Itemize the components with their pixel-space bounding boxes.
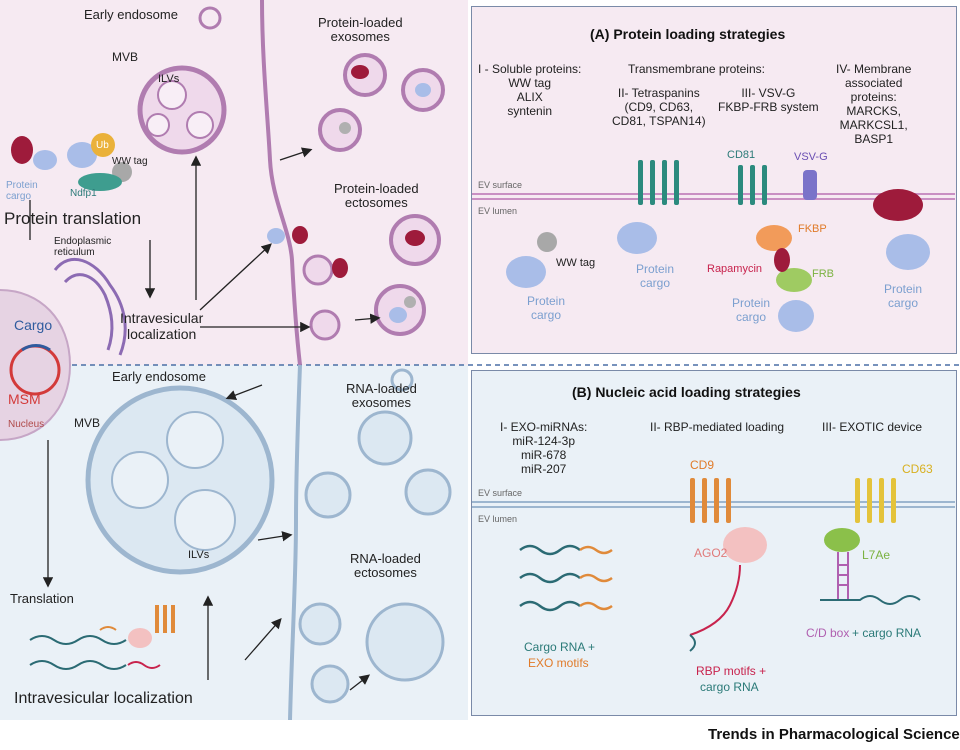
protein-cargo-label-left: Protein cargo [6,180,38,202]
panel-b-cd-box: C/D box [806,626,850,640]
rna-ectosomes-label: RNA-loaded ectosomes [350,551,421,580]
protein-ectosomes-label: Protein-loaded ectosomes [334,181,419,210]
ilvs-label-bottom: ILVs [188,549,210,561]
panel-b-cd63: CD63 [902,462,933,476]
journal-footer: Trends in Pharmacological Sciences [708,726,960,743]
panel-b-cd9: CD9 [690,458,715,472]
panel-a-protein-cargo-2: Protein cargo [636,262,675,290]
panel-a-col4: IV- Membrane associated proteins: MARCKS… [836,62,912,146]
panel-b-col3: III- EXOTIC device [822,420,923,434]
panel-a-col3: III- VSV-G FKBP-FRB system [718,86,819,114]
panel-b [471,370,957,716]
panel-b-rbp-motifs: RBP motifs + [696,664,767,678]
panel-a-frb: FRB [812,268,834,280]
panel-b-plus-cargo-rna: + cargo RNA [852,626,922,640]
panel-b-exo-motifs: EXO motifs [528,656,589,670]
ilvs-label-top: ILVs [158,73,180,85]
panel-a-title: (A) Protein loading strategies [590,26,786,42]
panel-a-protein-cargo-3: Protein cargo [732,296,771,324]
panel-a-col2: II- Tetraspanins (CD9, CD63, CD81, TSPAN… [612,86,706,128]
panel-a-protein-cargo-1: Protein cargo [527,294,566,322]
translation-label: Translation [10,591,74,606]
panel-b-cargo-rna-2: cargo RNA [700,680,759,694]
panel-a-cd81: CD81 [727,149,756,161]
rna-exosomes-label: RNA-loaded exosomes [346,381,417,410]
panel-a-protein-cargo-4: Protein cargo [884,282,923,310]
ub-label: Ub [96,140,109,151]
ndfp1-label: Ndfp1 [70,188,97,199]
panel-b-l7ae: L7Ae [862,548,891,562]
intravesicular-label-top: Intravesicular localization [120,310,204,342]
panel-a-ev-lumen: EV lumen [478,206,518,216]
msm-label: MSM [8,391,41,407]
panel-a-ww-tag: WW tag [556,257,596,269]
panel-b-col1: I- EXO-miRNAs: miR-124-3p miR-678 miR-20… [500,420,588,476]
panel-a-vsvg: VSV-G [794,151,828,163]
cargo-label: Cargo [14,317,53,333]
panel-b-ev-surface: EV surface [478,488,523,498]
panel-b-ev-lumen: EV lumen [478,514,518,524]
panel-b-col2: II- RBP-mediated loading [650,420,785,434]
mvb-label-bottom: MVB [74,416,101,430]
panel-b-ago2: AGO2 [694,546,728,560]
early-endosome-label-top: Early endosome [84,7,178,22]
mvb-label-top: MVB [112,50,139,64]
ww-tag-label-left: WW tag [112,156,148,167]
intravesicular-label-bottom: Intravesicular localization [14,690,193,707]
protein-exosomes-label: Protein-loaded exosomes [318,15,403,44]
early-endosome-label-bottom: Early endosome [112,369,206,384]
nucleus-label: Nucleus [8,419,45,430]
er-label: Endoplasmic reticulum [54,236,112,258]
protein-translation-label: Protein translation [4,209,142,228]
panel-a-fkbp: FKBP [798,223,827,235]
panel-a-col2-header: Transmembrane proteins: [628,62,765,76]
panel-b-cargo-rna: Cargo RNA + [524,640,596,654]
panel-a [471,6,957,354]
panel-a-ev-surface: EV surface [478,180,523,190]
panel-a-col1: I - Soluble proteins: WW tag ALIX synten… [478,62,582,118]
panel-a-rapamycin: Rapamycin [707,263,763,275]
panel-b-title: (B) Nucleic acid loading strategies [572,384,801,400]
